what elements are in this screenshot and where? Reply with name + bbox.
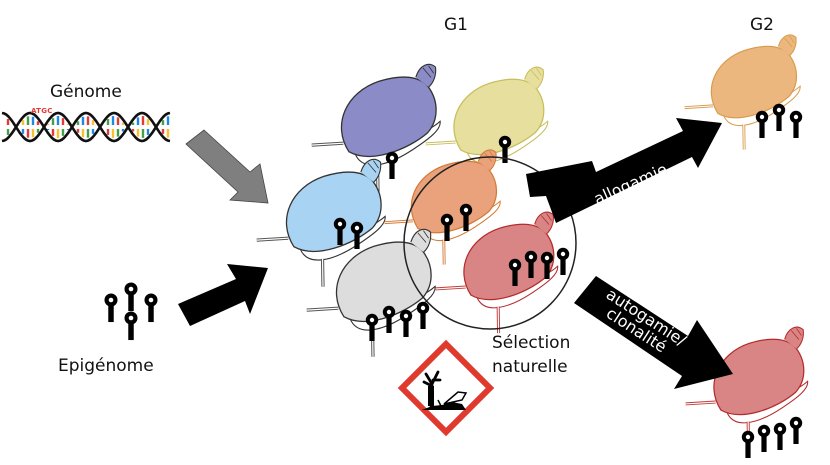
- epigenetic-mark-icon: [741, 430, 755, 458]
- selection-circle: [403, 156, 577, 330]
- autogamy-arrow: autogamie/ clonalité: [574, 276, 733, 389]
- snail-blue: [256, 158, 386, 287]
- epigenetic-mark-icon: [789, 110, 803, 138]
- dna-bases-label: ATGC: [31, 107, 53, 115]
- epigenetic-mark-icon: [416, 301, 430, 329]
- epigenetic-mark-icon: [773, 422, 787, 450]
- epigenetic-mark-icon: [755, 110, 769, 138]
- epigenome-marks-icon: [104, 282, 158, 341]
- dna-helix-icon: [1, 111, 171, 143]
- epigenetic-mark-icon: [385, 151, 399, 179]
- snail-purple: [311, 63, 441, 192]
- dna-strand: [1, 111, 171, 143]
- environmental-hazard-icon: [397, 339, 495, 437]
- allogamy-arrow: allogamie: [526, 118, 722, 223]
- selection-label-line2: naturelle: [492, 357, 568, 377]
- snail-g2-red: [685, 326, 809, 458]
- epigenetic-mark-icon: [772, 103, 786, 131]
- genome-label: Génome: [50, 82, 122, 102]
- epigenetic-mark-icon: [399, 309, 413, 337]
- genome-arrow: [185, 129, 269, 204]
- snail-g2-orange: [684, 34, 803, 150]
- snail-red: [435, 211, 570, 334]
- epigenome-label: Epigénome: [58, 356, 154, 376]
- epigenome-arrow: [178, 264, 268, 326]
- generation-2-label: G2: [750, 15, 774, 35]
- epigenetic-mark-icon: [556, 247, 570, 275]
- snail-gray: [306, 228, 436, 357]
- epigenetic-mark-icon: [789, 416, 803, 444]
- generation-1-label: G1: [444, 15, 468, 35]
- selection-label-line1: Sélection: [492, 333, 570, 353]
- epigenetic-mark-icon: [757, 424, 771, 452]
- dna-strand: [1, 111, 171, 143]
